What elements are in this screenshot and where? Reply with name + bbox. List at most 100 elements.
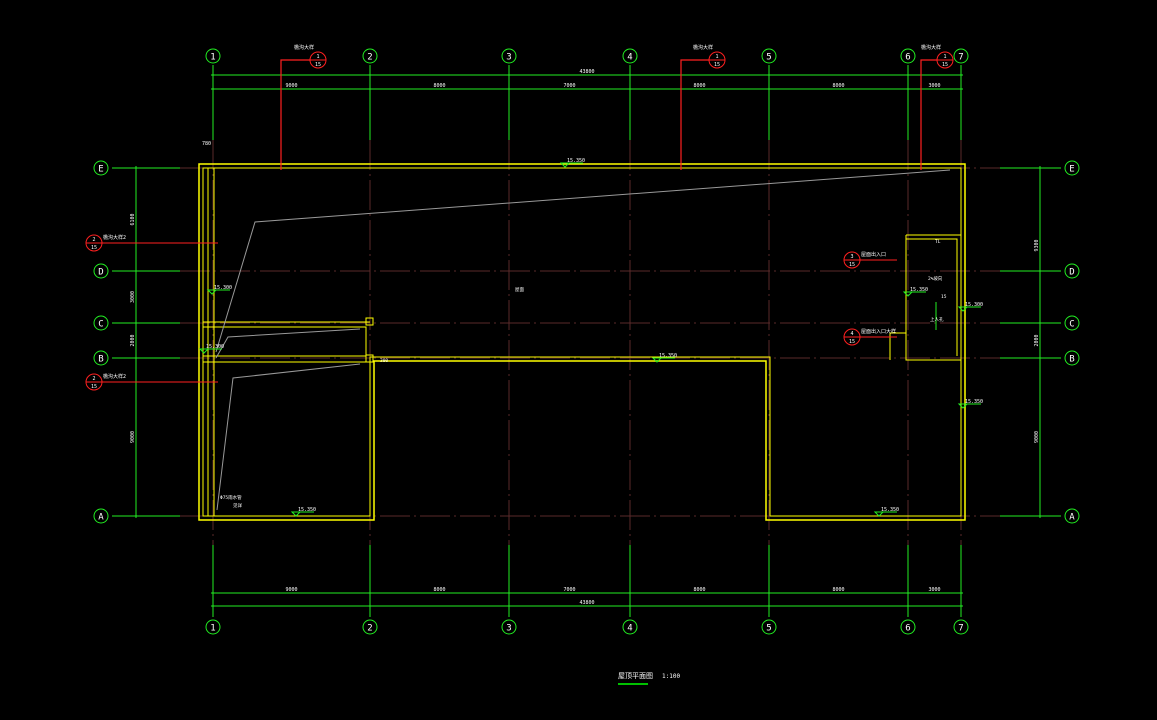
left-dim: 3000 <box>130 291 136 303</box>
grid-label: 7 <box>958 53 963 63</box>
section-sheet: 15 <box>315 62 321 68</box>
slope-lines <box>215 169 951 511</box>
elevation-label: 15.350 <box>298 507 316 513</box>
grid-bubble <box>93 508 109 524</box>
section-sheet: 15 <box>849 262 855 268</box>
column-box <box>365 354 374 363</box>
axis-lines <box>112 65 1061 617</box>
grid-label: C <box>1069 320 1074 330</box>
section-label: 檐沟大样 <box>921 44 941 51</box>
leader-line <box>680 59 709 170</box>
span-dim-top: 9000 <box>285 83 297 89</box>
grid-bubble <box>1064 315 1080 331</box>
column-box <box>365 317 374 326</box>
elevation-label: 15.350 <box>965 399 983 405</box>
elevation-label: 15.300 <box>965 302 983 308</box>
grid-label: D <box>1069 268 1074 278</box>
drawing-scale: 1:100 <box>662 673 680 680</box>
grid-label: D <box>98 268 103 278</box>
grid-label: B <box>98 355 103 365</box>
leader-line <box>280 59 310 170</box>
parapet-lines <box>203 321 370 363</box>
grid-bubble <box>900 48 916 64</box>
note-hatch: 上人孔 <box>930 316 944 323</box>
grid-label: 4 <box>627 624 632 634</box>
note-side: 300 <box>380 358 388 364</box>
span-dim-bottom: 8000 <box>433 587 445 593</box>
section-label: 檐沟大样 <box>294 44 314 51</box>
grid-label: 4 <box>627 53 632 63</box>
span-dim-bottom: 3000 <box>928 587 940 593</box>
section-number: 2 <box>92 237 95 243</box>
grid-bubble <box>501 48 517 64</box>
elevation-label: 15.350 <box>567 158 585 164</box>
grid-bubble <box>205 619 221 635</box>
grid-label: 7 <box>958 624 963 634</box>
grid-bubble <box>1064 160 1080 176</box>
elevation-mark <box>957 306 981 312</box>
annotations: 9000900080008000700070008000800080008000… <box>91 44 1040 606</box>
section-number: 3 <box>850 254 853 260</box>
section-label: 屋面出入口 <box>861 251 886 258</box>
leader-line <box>920 59 937 170</box>
grid-label: A <box>98 513 104 523</box>
elevation-label: 15.300 <box>214 285 232 291</box>
left-dim: 2000 <box>130 334 136 346</box>
grid-label: C <box>98 320 103 330</box>
grid-label: B <box>1069 355 1074 365</box>
section-sheet: 15 <box>849 339 855 345</box>
section-number: 1 <box>316 54 319 60</box>
section-sheet: 15 <box>91 384 97 390</box>
section-label: 檐沟大样2 <box>103 373 126 380</box>
grid-bubble <box>362 48 378 64</box>
span-dim-bottom: 7000 <box>563 587 575 593</box>
section-number: 2 <box>92 376 95 382</box>
grid-bubble <box>205 48 221 64</box>
note-roof: 屋面 <box>515 287 524 293</box>
elevation-mark <box>651 357 675 363</box>
elevation-mark <box>290 511 314 517</box>
right-dim: 2000 <box>1034 334 1040 346</box>
grid-label: E <box>1069 165 1074 175</box>
section-label: 屋面出入口大样 <box>861 328 896 335</box>
grid-bubble <box>362 619 378 635</box>
span-dim-top: 8000 <box>433 83 445 89</box>
roof-hatch-outline <box>889 234 961 361</box>
total-dim-bottom: 43800 <box>579 600 594 606</box>
section-label: 檐沟大样 <box>693 44 713 51</box>
span-dim-top: 3000 <box>928 83 940 89</box>
grid-bubble <box>1064 508 1080 524</box>
elevation-mark <box>902 291 926 297</box>
grid-bubble <box>900 619 916 635</box>
elevation-label: 15.300 <box>206 344 224 350</box>
elevation-mark <box>206 289 230 295</box>
small-dim: 780 <box>202 141 211 147</box>
grid-label: 2 <box>367 53 372 63</box>
span-dim-top: 8000 <box>832 83 844 89</box>
elevation-label: 15.350 <box>881 507 899 513</box>
grid-bubble <box>93 350 109 366</box>
span-dim-bottom: 8000 <box>693 587 705 593</box>
roof-outer-edge <box>198 163 966 521</box>
elevation-label: 15.350 <box>910 287 928 293</box>
grid-label: 5 <box>766 624 771 634</box>
grid-label: 3 <box>506 53 511 63</box>
note-drain2: 见详 <box>233 502 242 509</box>
total-dim-top: 43800 <box>579 69 594 75</box>
span-dim-bottom: 9000 <box>285 587 297 593</box>
grid-label: 6 <box>905 624 910 634</box>
grid-bubble <box>1064 350 1080 366</box>
span-dim-top: 8000 <box>693 83 705 89</box>
grid-label: E <box>98 165 103 175</box>
section-sheet: 15 <box>942 62 948 68</box>
section-number: 1 <box>943 54 946 60</box>
grid-bubble <box>93 263 109 279</box>
section-number: 4 <box>850 331 853 337</box>
section-number: 1 <box>715 54 718 60</box>
note-step: 15 <box>941 294 947 300</box>
grid-label: 2 <box>367 624 372 634</box>
section-markers <box>85 51 981 517</box>
grid-label: A <box>1069 513 1075 523</box>
